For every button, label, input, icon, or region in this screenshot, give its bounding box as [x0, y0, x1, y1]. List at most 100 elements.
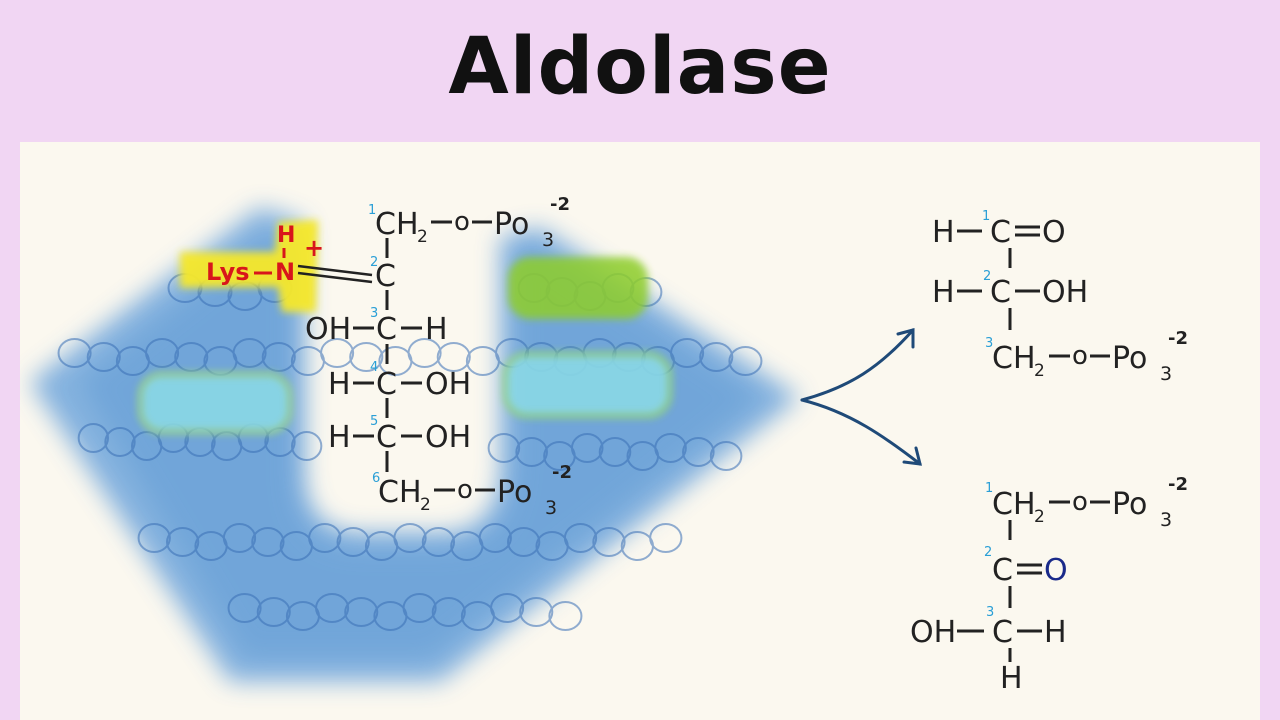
svg-text:C: C	[992, 615, 1013, 650]
page-title: Aldolase	[448, 22, 832, 112]
protein-coil-loop	[145, 338, 180, 368]
protein-coil-loop	[592, 527, 626, 557]
svg-text:o: o	[1072, 341, 1088, 371]
svg-text:OH: OH	[425, 420, 471, 455]
svg-text:C: C	[990, 215, 1011, 250]
svg-text:3: 3	[1160, 363, 1172, 385]
protein-coil-loop	[251, 527, 285, 557]
svg-text:H: H	[328, 367, 351, 402]
svg-text:Po: Po	[1112, 341, 1147, 376]
protein-coil-loop	[137, 523, 171, 553]
protein-coil-loop	[222, 523, 257, 553]
protein-coil-loop	[291, 431, 323, 461]
svg-text:o: o	[454, 207, 470, 237]
reaction-arrows	[800, 328, 922, 466]
protein-coil-loop	[174, 342, 209, 372]
protein-coil-loop	[507, 527, 541, 557]
svg-text:CH: CH	[992, 487, 1036, 522]
carbon-number-4: 4	[370, 360, 378, 375]
protein-coil-loop	[402, 593, 437, 623]
carbon-number-3: 3	[370, 306, 378, 321]
protein-coil-loop	[699, 342, 734, 372]
svg-text:3: 3	[1160, 509, 1172, 531]
svg-text:-2: -2	[552, 462, 572, 483]
substrate-fructose-bisphosphate: 1 CH 2 o Po 3 -2 2 C 3 OH C H 4 H C OH 5…	[305, 194, 572, 519]
schiff-base-double-bond	[297, 264, 373, 277]
protein-coil-loop	[104, 427, 136, 457]
protein-coil-loop	[436, 342, 471, 372]
lysine-hydrogen: H	[277, 223, 295, 248]
protein-coil-loop	[682, 437, 715, 467]
protein-coil-loop	[166, 527, 200, 557]
carbon-number-6: 6	[372, 471, 380, 486]
protein-coil-loop	[320, 338, 355, 368]
protein-coil-loop	[336, 527, 370, 557]
protein-coil-loop	[563, 523, 598, 553]
protein-coil-loop	[77, 423, 110, 453]
protein-coil-loop	[728, 346, 763, 376]
product-glyceraldehyde-3-phosphate: H 1 C O H 2 C OH 3 CH 2 o Po 3 -2	[932, 209, 1188, 385]
protein-coil-loop	[465, 346, 500, 376]
svg-text:OH: OH	[1042, 275, 1088, 310]
substrate-c3: C	[376, 312, 397, 347]
svg-text:-2: -2	[1168, 328, 1188, 349]
protein-coil-loop	[261, 342, 296, 372]
carbon-number-3: 3	[986, 605, 994, 620]
protein-coil-loop	[548, 601, 583, 631]
svg-text:-2: -2	[550, 194, 570, 215]
protein-coil-loop	[315, 593, 350, 623]
svg-text:H: H	[932, 215, 955, 250]
protein-coil-loop	[227, 593, 262, 623]
svg-text:2: 2	[420, 495, 431, 515]
svg-text:O: O	[1042, 215, 1066, 250]
svg-text:Po: Po	[1112, 487, 1147, 522]
svg-text:OH: OH	[910, 615, 956, 650]
protein-coil-loop	[670, 338, 705, 368]
protein-coil-loop	[431, 597, 466, 627]
protein-coil-loop	[709, 441, 743, 471]
protein-coil-loop	[649, 523, 683, 553]
svg-text:CH: CH	[992, 341, 1036, 376]
svg-text:-2: -2	[1168, 474, 1188, 495]
substrate-c5: C	[376, 420, 397, 455]
protein-coil-loop	[407, 338, 442, 368]
protein-coil-loop	[620, 531, 654, 561]
lysine-charge: +	[304, 234, 324, 262]
diagram-panel: Lys N H + 1 CH 2 o Po 3 -2 2 C 3 OH C H …	[20, 142, 1260, 720]
svg-text:Po: Po	[497, 475, 532, 510]
protein-coil-loop	[515, 437, 548, 467]
svg-text:H: H	[425, 312, 448, 347]
carbon-number-1: 1	[368, 203, 376, 218]
protein-coil-loop	[487, 433, 521, 463]
carbon-number-2: 2	[983, 269, 991, 284]
pocket-left-cyan-highlight	[140, 374, 290, 432]
svg-text:C: C	[990, 275, 1011, 310]
protein-coil-loop	[393, 523, 427, 553]
pocket-right-cyan-highlight	[505, 354, 670, 416]
svg-text:o: o	[457, 475, 473, 505]
substrate-c2: C	[375, 259, 396, 294]
lysine-highlight	[180, 220, 318, 312]
svg-text:H: H	[1044, 615, 1067, 650]
carbon-number-2: 2	[984, 545, 992, 560]
svg-text:Po: Po	[494, 207, 529, 242]
substrate-c4: C	[376, 367, 397, 402]
carbon-number-1: 1	[982, 209, 990, 224]
ketone-oxygen: O	[1044, 553, 1068, 588]
svg-text:H: H	[328, 420, 351, 455]
svg-text:C: C	[992, 553, 1013, 588]
protein-coil-loop	[654, 433, 687, 463]
carbon-number-5: 5	[370, 414, 378, 429]
arrow-to-dihydroxyacetone-phosphate	[800, 398, 922, 466]
protein-coil-loop	[86, 342, 121, 372]
carbon-number-3: 3	[985, 336, 993, 351]
protein-coil-loop	[519, 597, 554, 627]
protein-coil-loop	[344, 597, 379, 627]
svg-text:2: 2	[1034, 507, 1045, 527]
svg-text:OH: OH	[305, 312, 351, 347]
svg-text:H: H	[1000, 661, 1023, 696]
svg-text:H: H	[932, 275, 955, 310]
protein-coil-loop	[308, 523, 342, 553]
pocket-green-highlight	[508, 257, 648, 319]
protein-coil-loop	[490, 593, 525, 623]
